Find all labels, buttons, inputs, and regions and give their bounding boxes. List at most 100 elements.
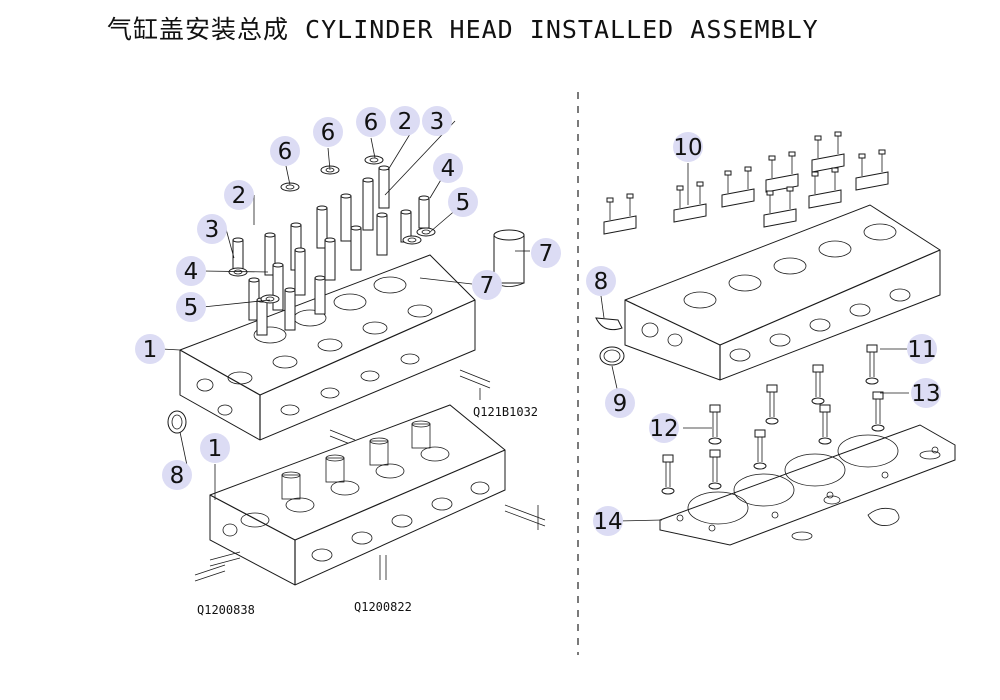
callout-c8a: 8 [162, 460, 192, 490]
callout-c4b: 4 [433, 153, 463, 183]
callout-label: 4 [184, 259, 199, 285]
cylinder-head-upper [179, 254, 491, 447]
valve-stem [284, 287, 296, 331]
valve-stem [272, 262, 284, 311]
cam-cap [808, 167, 842, 209]
cam-cap [603, 193, 637, 235]
washer [260, 294, 280, 304]
head-bolt [708, 449, 722, 490]
valve-stem [350, 225, 362, 271]
callout-label: 9 [613, 391, 628, 417]
valve-stem [264, 232, 276, 276]
callout-c13: 13 [911, 378, 941, 408]
callout-label: 7 [480, 273, 495, 299]
callout-c12: 12 [649, 413, 679, 443]
callout-c5b: 5 [448, 187, 478, 217]
callout-label: 7 [539, 241, 554, 267]
valve-stem [294, 247, 306, 296]
page-title: 气缸盖安装总成 CYLINDER HEAD INSTALLED ASSEMBLY [107, 15, 819, 44]
cam-cap [673, 181, 707, 223]
callout-c2b: 2 [390, 106, 420, 136]
callout-label: 8 [594, 269, 609, 295]
valve-stem [314, 275, 326, 315]
valve-stem [324, 237, 336, 281]
valve-stem [256, 297, 268, 336]
callout-c3a: 3 [197, 214, 227, 244]
callout-c7b: 7 [472, 270, 502, 300]
cam-cap [855, 149, 889, 191]
callout-c1b: 1 [200, 433, 230, 463]
cylinder-head-right [624, 204, 941, 381]
head-bolt [811, 364, 825, 405]
callout-c6a: 6 [270, 136, 300, 166]
callout-c2a: 2 [224, 180, 254, 210]
callout-label: 10 [673, 135, 702, 161]
part-code-upper-left: Q121B1032 [473, 405, 538, 419]
callout-label: 13 [911, 381, 940, 407]
callout-label: 5 [184, 295, 199, 321]
callout-c3b: 3 [422, 106, 452, 136]
half-moon-seal [595, 317, 623, 331]
head-bolt [865, 344, 879, 385]
head-bolt [708, 404, 722, 445]
callout-c9: 9 [605, 388, 635, 418]
head-bolt [753, 429, 767, 470]
callout-label: 5 [456, 190, 471, 216]
head-bolt [765, 384, 779, 425]
valve-stem [376, 212, 388, 256]
cam-cap [811, 131, 845, 173]
head-bolt [661, 454, 675, 495]
valve-stem [340, 193, 352, 242]
callout-label: 6 [321, 120, 336, 146]
cam-cap [721, 166, 755, 208]
valve-stem [362, 177, 374, 231]
callout-label: 1 [208, 436, 223, 462]
callout-c14: 14 [593, 506, 623, 536]
callout-label: 8 [170, 463, 185, 489]
callout-c10: 10 [673, 132, 703, 162]
valve-stem [378, 165, 390, 209]
cylinder-head-lower [194, 404, 546, 586]
valve-stem [232, 237, 244, 271]
part-code-lower-left-b: Q1200822 [354, 600, 412, 614]
washer [280, 182, 300, 192]
head-bolt [818, 404, 832, 445]
cam-caps [603, 131, 889, 235]
head-gasket [659, 424, 956, 546]
callout-c6b: 6 [313, 117, 343, 147]
callout-label: 11 [907, 337, 936, 363]
callout-label: 2 [398, 109, 413, 135]
seal-ring-left [167, 410, 187, 434]
valve-stem [316, 205, 328, 249]
callout-label: 1 [143, 337, 158, 363]
callout-label: 6 [278, 139, 293, 165]
callout-c5a: 5 [176, 292, 206, 322]
cam-cap [763, 186, 797, 228]
callout-label: 4 [441, 156, 456, 182]
head-bolt [871, 391, 885, 432]
washer [402, 235, 422, 245]
callout-label: 3 [205, 217, 220, 243]
part-code-lower-left-a: Q1200838 [197, 603, 255, 617]
callout-c4a: 4 [176, 256, 206, 286]
seal-ring-right [599, 346, 625, 366]
valve-lifter-stack [228, 155, 436, 336]
cam-cap [765, 151, 799, 193]
callout-label: 2 [232, 183, 247, 209]
callout-label: 12 [649, 416, 678, 442]
callout-label: 6 [364, 110, 379, 136]
callout-label: 14 [593, 509, 622, 535]
head-bolts [661, 344, 885, 495]
leader-lines [161, 120, 909, 522]
washer [364, 155, 384, 165]
washer [416, 227, 436, 237]
callout-c1a: 1 [135, 334, 165, 364]
callout-label: 3 [430, 109, 445, 135]
callout-c11: 11 [907, 334, 937, 364]
sleeve-part [493, 229, 525, 287]
valve-stem [418, 195, 430, 229]
callout-c6c: 6 [356, 107, 386, 137]
callout-c7a: 7 [531, 238, 561, 268]
